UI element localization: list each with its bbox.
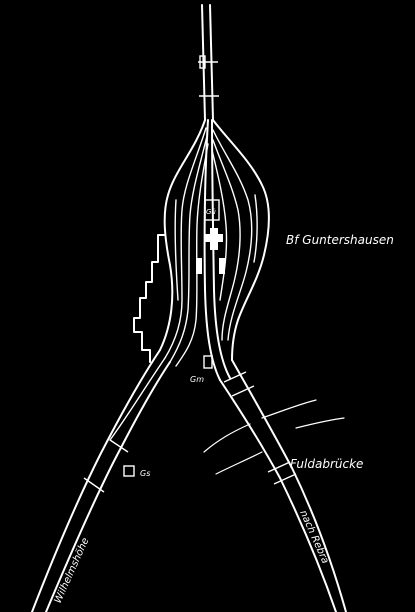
signal-box-gm-label: Gm <box>190 375 204 384</box>
goods-shed-mark: Gü <box>206 208 216 216</box>
main-line-north <box>198 4 219 121</box>
line-to-rebra: Gm nach Rebra <box>190 355 347 612</box>
signal-box-gm <box>203 355 213 369</box>
station-buildings: Gü <box>196 199 225 274</box>
line-to-wilhelmshoehe: Gs Wilhelmshöhe <box>31 349 171 612</box>
station-track-fan <box>159 119 270 381</box>
goods-shed <box>204 199 220 221</box>
signal-box-gs-label: Gs <box>140 469 150 478</box>
left-sidings-outline <box>133 234 165 363</box>
fulda-river <box>203 399 345 475</box>
fulda-bridge-label: Fuldabrücke <box>290 457 363 471</box>
station-name-label: Bf Guntershausen <box>286 233 394 247</box>
signal-box-gs <box>123 465 135 477</box>
